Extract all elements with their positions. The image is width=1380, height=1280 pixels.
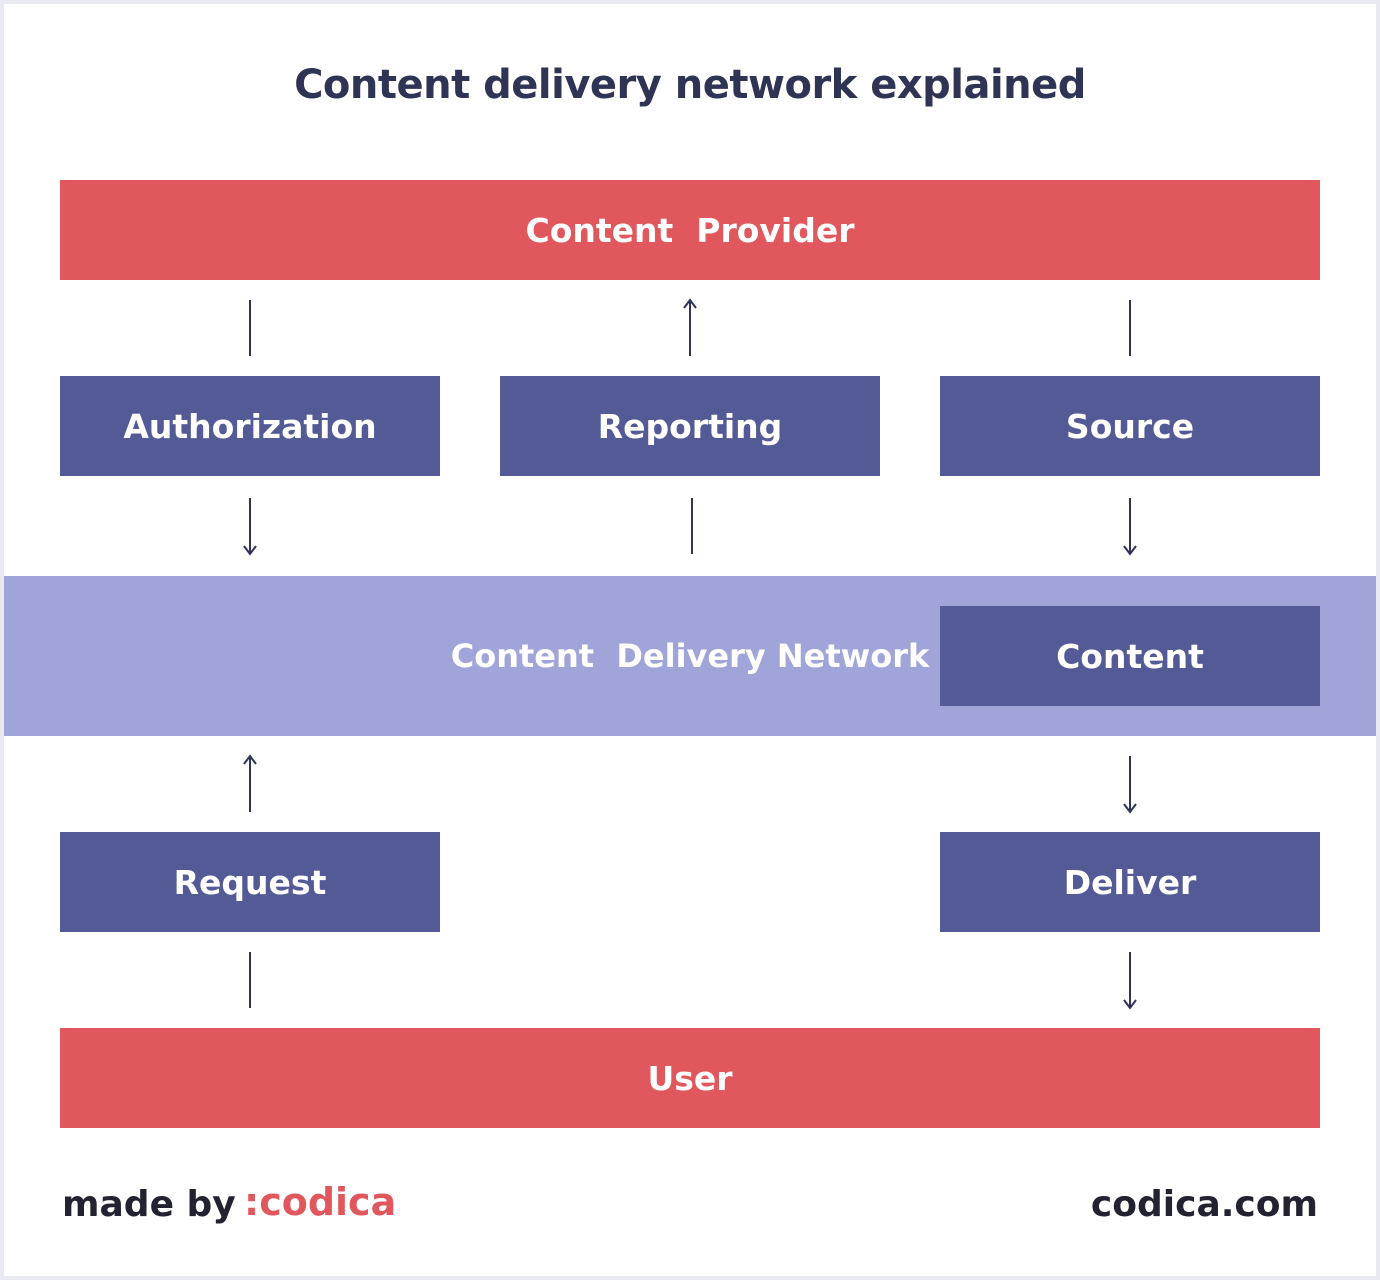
made-by-text: made by <box>62 1184 236 1225</box>
request-label: Request <box>173 862 327 902</box>
request-box: Request <box>60 832 440 932</box>
reporting-box: Reporting <box>500 376 880 476</box>
reporting-label: Reporting <box>597 406 783 446</box>
diagram-title: Content delivery network explained <box>294 62 1086 108</box>
source-label: Source <box>1065 406 1195 446</box>
user-box: User <box>60 1028 1320 1128</box>
user-label: User <box>647 1058 733 1098</box>
site-url: codica.com <box>1090 1184 1318 1225</box>
arrow-reporting-to-provider <box>683 298 697 356</box>
source-box: Source <box>940 376 1320 476</box>
content-provider-box: Content Provider <box>60 180 1320 280</box>
cdn-label: Content Delivery Network <box>440 576 940 736</box>
content-label: Content <box>1056 636 1204 676</box>
authorization-label: Authorization <box>123 406 377 446</box>
arrow-content-to-deliver <box>1123 756 1137 814</box>
arrow-deliver-to-user <box>1123 952 1137 1010</box>
arrow-request-to-cdn <box>243 754 257 812</box>
deliver-label: Deliver <box>1063 862 1197 902</box>
arrow-source-to-cdn <box>1123 498 1137 556</box>
codica-logo: :codica <box>244 1180 397 1224</box>
content-box: Content <box>940 606 1320 706</box>
deliver-box: Deliver <box>940 832 1320 932</box>
cdn-label-text: Content Delivery Network <box>450 637 930 675</box>
content-provider-label: Content Provider <box>525 210 855 250</box>
arrow-authorization-to-cdn <box>243 498 257 556</box>
authorization-box: Authorization <box>60 376 440 476</box>
